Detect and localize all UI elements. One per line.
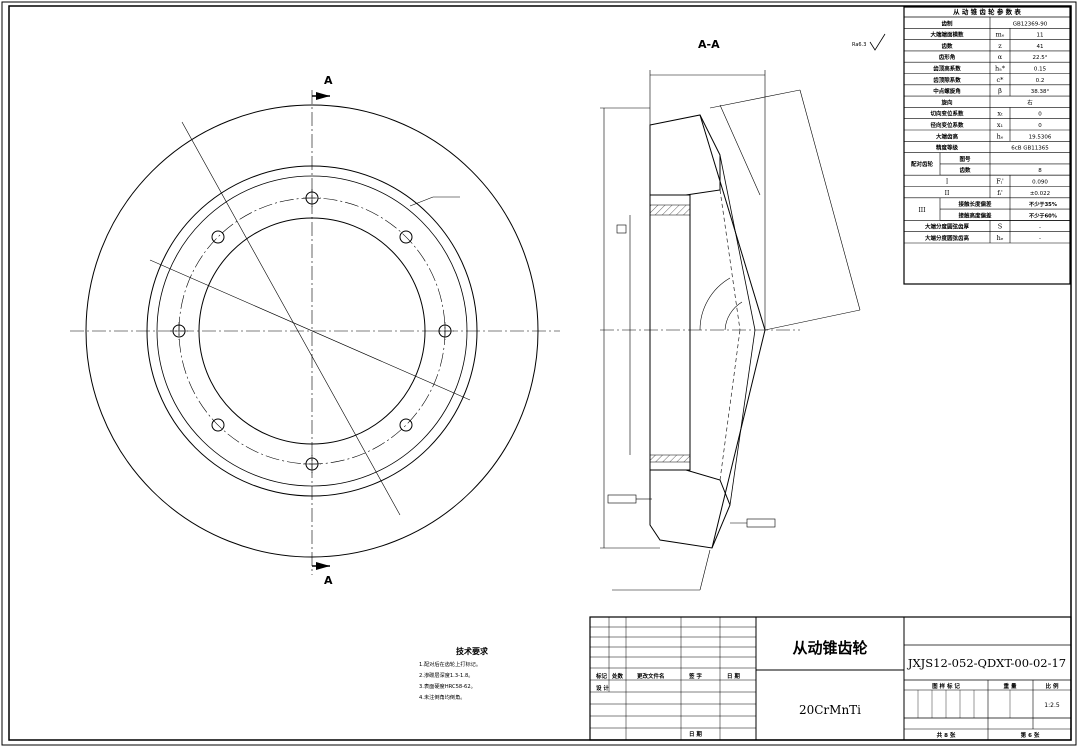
param-symbol: c* xyxy=(997,76,1005,84)
param-value: 22.5° xyxy=(1033,55,1048,61)
rev-header-1: 标记 xyxy=(595,672,608,680)
param-name: 齿数 xyxy=(941,42,953,50)
stage-header-3: 比 例 xyxy=(1046,682,1059,690)
tol-value: 0.090 xyxy=(1032,180,1048,186)
param-value: 右 xyxy=(1027,98,1033,106)
tech-item-1: 1.配对后在齿轮上打标记。 xyxy=(419,660,481,668)
parameter-table: 从 动 锥 齿 轮 参 数 表 齿制 GB12369-90 大端端面模数 mₑ 11 齿数… xyxy=(903,6,1071,285)
title-block: 标记 处数 更改文件名 签 字 日 期 设 计 日 期 从动锥齿轮 20CrMn… xyxy=(589,616,1072,741)
technical-requirements: 技术要求 1.配对后在齿轮上打标记。 2.渗碳层深度1.3-1.8。 3.表面硬… xyxy=(419,646,489,701)
sheets-total: 共 8 张 xyxy=(937,731,956,739)
rev-header-5: 日 期 xyxy=(727,672,740,680)
param-name: 旋向 xyxy=(940,98,953,106)
bottom-value: - xyxy=(1039,225,1041,231)
iii-name: 接触高度偏差 xyxy=(958,211,992,219)
param-value: 0 xyxy=(1038,123,1042,129)
param-symbol: β xyxy=(998,87,1002,95)
tol-symbol: fᵢ' xyxy=(997,189,1003,197)
tech-item-4: 4.未注倒角均倒角。 xyxy=(419,693,465,701)
tol-symbol: Fᵢ' xyxy=(996,178,1004,186)
bottom-value: - xyxy=(1039,236,1041,242)
param-value: 41 xyxy=(1037,44,1044,50)
bottom-name: 大端分度圆弦齿厚 xyxy=(925,223,970,231)
param-symbol: z xyxy=(998,42,1002,50)
tech-item-3: 3.表面硬度HRC58-62。 xyxy=(419,682,476,690)
mating-name: 齿数 xyxy=(959,166,971,174)
section-view: A-A xyxy=(600,38,861,591)
param-name: 齿顶高系数 xyxy=(933,65,961,73)
param-name: 齿形角 xyxy=(939,53,956,61)
diameter-leader xyxy=(181,121,401,516)
param-symbol: xₜ xyxy=(997,110,1003,118)
param-symbol: hₑ xyxy=(997,132,1004,140)
diameter-leader-2 xyxy=(149,259,471,401)
bottom-name: 大端分度圆弦齿高 xyxy=(925,234,970,242)
iii-label: III xyxy=(918,207,926,214)
tol-name: I xyxy=(946,179,949,186)
iii-name: 接触长度偏差 xyxy=(958,200,992,208)
inner-border xyxy=(8,5,1072,741)
param-name: 齿顶隙系数 xyxy=(933,76,961,84)
date-label: 日 期 xyxy=(689,730,702,738)
param-value: 38.38° xyxy=(1031,89,1050,95)
tol-name: II xyxy=(945,190,950,197)
bottom-symbol: hₑ xyxy=(997,234,1004,242)
iii-value: 不少于60% xyxy=(1029,212,1058,219)
param-name: 大端端面模数 xyxy=(930,31,964,39)
param-symbol: mₑ xyxy=(996,31,1005,39)
section-label: A-A xyxy=(698,38,720,51)
rev-header-3: 更改文件名 xyxy=(637,672,665,680)
param-name: 齿制 xyxy=(941,19,953,27)
surface-roughness-mark: Ra6.3 xyxy=(852,33,886,51)
param-name: 径向变位系数 xyxy=(930,121,964,129)
param-value: 0 xyxy=(1038,112,1042,118)
param-value: 6cB GB11365 xyxy=(1011,146,1049,152)
param-value: 19.5306 xyxy=(1029,134,1052,140)
param-name: 精度等级 xyxy=(936,144,959,152)
param-symbol: x₁ xyxy=(997,121,1004,129)
cut-mark-top: A xyxy=(324,74,333,87)
design-label: 设 计 xyxy=(596,684,609,692)
param-value: 0.2 xyxy=(1036,78,1045,84)
svg-text:Ra6.3: Ra6.3 xyxy=(852,42,866,48)
mating-name: 图号 xyxy=(959,155,971,163)
param-value: 11 xyxy=(1037,33,1044,39)
tol-value: ±0.022 xyxy=(1030,191,1050,197)
cut-mark-bottom: A xyxy=(324,574,333,587)
tech-item-2: 2.渗碳层深度1.3-1.8。 xyxy=(419,671,473,679)
param-symbol: hₐ* xyxy=(995,65,1006,73)
part-name: 从动锥齿轮 xyxy=(792,639,867,657)
param-name: 中点螺旋角 xyxy=(933,87,961,95)
rev-header-2: 处数 xyxy=(611,672,624,680)
material: 20CrMnTi xyxy=(799,703,861,717)
rev-header-4: 签 字 xyxy=(688,672,702,680)
drawing-number: JXJS12-052-QDXT-00-02-17 xyxy=(907,656,1066,670)
iii-value: 不少于35% xyxy=(1029,201,1058,208)
param-symbol: α xyxy=(998,53,1003,61)
mating-label: 配对齿轮 xyxy=(911,160,934,168)
sheet-number: 第 6 张 xyxy=(1021,731,1040,739)
stage-header-2: 重 量 xyxy=(1004,682,1017,690)
param-title: 从 动 锥 齿 轮 参 数 表 xyxy=(953,7,1021,16)
front-view: A A xyxy=(70,74,560,587)
tech-title: 技术要求 xyxy=(456,646,489,656)
scale-value: 1:2.5 xyxy=(1044,702,1060,709)
stage-header-1: 图 样 标 记 xyxy=(932,682,960,690)
param-value: GB12369-90 xyxy=(1013,21,1048,27)
bottom-symbol: S xyxy=(998,223,1002,231)
param-name: 大端齿高 xyxy=(936,132,959,140)
mating-value: 8 xyxy=(1038,168,1042,174)
param-value: 0.15 xyxy=(1034,67,1047,73)
param-name: 切向变位系数 xyxy=(930,110,964,118)
